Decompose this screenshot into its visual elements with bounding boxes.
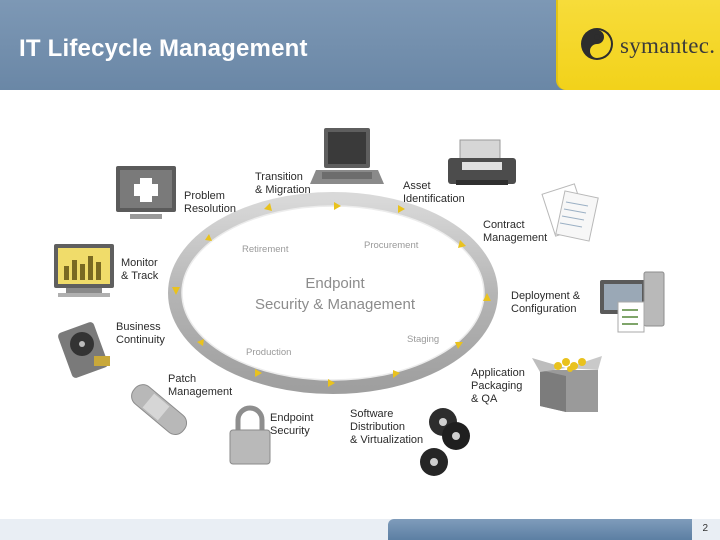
stage-business-continuity: Business Continuity bbox=[116, 321, 165, 346]
slide-header: IT Lifecycle Management symantec. bbox=[0, 0, 720, 90]
contract-documents-icon bbox=[541, 183, 599, 242]
stage-software-distribution: Software Distribution & Virtualization bbox=[350, 408, 424, 446]
stage-asset-identification: Asset Identification bbox=[403, 180, 465, 205]
logo-text: symantec. bbox=[620, 33, 716, 58]
symantec-logo-icon bbox=[581, 28, 613, 60]
center-label: Endpoint Security & Management bbox=[254, 275, 416, 313]
cd-discs-icon bbox=[420, 408, 470, 476]
stage-patch-management: Patch Management bbox=[168, 373, 233, 398]
padlock-icon bbox=[229, 405, 271, 465]
stage-monitor-track: Monitor & Track bbox=[121, 257, 159, 282]
footer-bar bbox=[388, 519, 692, 540]
symantec-logo: symantec. bbox=[556, 0, 720, 90]
package-box-icon bbox=[532, 356, 602, 412]
stage-transition-migration: Transition & Migration bbox=[255, 171, 311, 196]
deployment-computer-icon bbox=[600, 271, 665, 333]
lifecycle-diagram: Endpoint Security & Management Retiremen… bbox=[0, 90, 720, 520]
ring-label-procurement: Procurement bbox=[364, 240, 419, 251]
printer-icon bbox=[448, 139, 516, 185]
ring-arrows bbox=[172, 202, 491, 387]
stage-contract-management: Contract Management bbox=[483, 219, 548, 244]
monitor-chart-icon bbox=[54, 244, 114, 297]
slide-footer: 2 bbox=[0, 519, 720, 540]
laptop-icon bbox=[310, 128, 384, 184]
medical-monitor-icon bbox=[116, 166, 176, 219]
ring-label-staging: Staging bbox=[407, 334, 440, 345]
ring-label-production: Production bbox=[246, 347, 292, 358]
lifecycle-ring bbox=[54, 128, 665, 476]
stage-problem-resolution: Problem Resolution bbox=[184, 190, 236, 215]
stage-application-packaging: Application Packaging & QA bbox=[471, 367, 525, 405]
slide-title: IT Lifecycle Management bbox=[19, 35, 308, 62]
ring-label-retirement: Retirement bbox=[242, 244, 289, 255]
stage-endpoint-security: Endpoint Security bbox=[270, 412, 314, 437]
stage-deployment-configuration: Deployment & Configuration bbox=[511, 290, 581, 315]
bandage-icon bbox=[131, 384, 188, 435]
hard-drive-icon bbox=[58, 322, 110, 378]
page-number: 2 bbox=[702, 523, 708, 534]
